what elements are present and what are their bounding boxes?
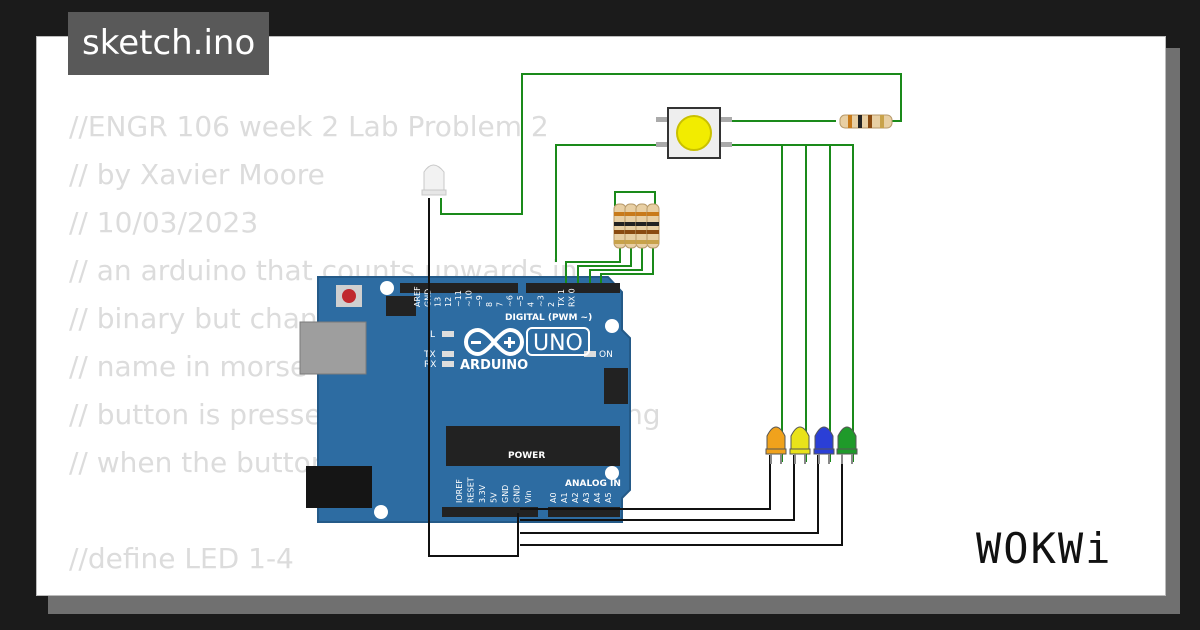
pin-label: 2 <box>547 302 556 307</box>
pin-label: ~5 <box>516 295 525 307</box>
wire-white-led-to-resistor[interactable] <box>440 73 902 215</box>
power-jack <box>306 466 372 508</box>
wires <box>428 73 902 557</box>
pin-label: IOREF <box>455 479 464 503</box>
wire-white-led-gnd[interactable] <box>428 198 519 557</box>
atmega-chip <box>446 426 620 466</box>
wire-led3-gnd[interactable] <box>520 455 819 534</box>
digital-label: DIGITAL (PWM ~) <box>505 313 592 323</box>
wire-r4-to-pin[interactable] <box>600 244 654 283</box>
rx-label: RX <box>424 360 436 370</box>
sketch-filename-tab[interactable]: sketch.ino <box>68 12 270 75</box>
arduino-logo-icon <box>464 327 524 357</box>
led-orange[interactable] <box>765 426 787 464</box>
wire-button-to-led1[interactable] <box>720 144 783 462</box>
analog-label: ANALOG IN <box>565 479 621 489</box>
code-line: //define LED 1-4 <box>69 542 294 575</box>
resistor-pullup[interactable] <box>839 114 893 129</box>
pin-label: A1 <box>560 492 569 503</box>
wire-r1-to-pin[interactable] <box>565 244 621 283</box>
mount-hole <box>374 505 388 519</box>
pin-label: ~6 <box>506 295 515 307</box>
wire-led2-gnd[interactable] <box>520 455 795 521</box>
digital-header-left <box>400 283 518 293</box>
led-resistor-1[interactable] <box>613 203 627 249</box>
code-line: // by Xavier Moore <box>69 158 325 191</box>
on-label: ON <box>599 350 613 360</box>
pin-label: ~3 <box>537 295 546 307</box>
led-blue[interactable] <box>813 426 835 464</box>
pin-label: ~11 <box>454 290 463 307</box>
pin-label: TX 1 <box>557 289 566 308</box>
pin-label: 3.3V <box>478 484 487 503</box>
wire-button-to-led2[interactable] <box>720 144 807 462</box>
led-yellow[interactable] <box>789 426 811 464</box>
pin-label: ~10 <box>465 290 474 307</box>
wire-led4-gnd[interactable] <box>520 455 843 546</box>
pin-label: ~9 <box>475 295 484 307</box>
button-cap[interactable] <box>676 115 712 151</box>
led-resistor-3[interactable] <box>635 203 649 249</box>
pin-label: 5V <box>490 492 499 503</box>
pin-label: RESET <box>467 477 476 503</box>
onboard-leds <box>442 331 596 367</box>
pin-label: 8 <box>485 302 494 307</box>
board-model: UNO <box>533 331 583 356</box>
led-resistor-2[interactable] <box>624 203 638 249</box>
pin-label: AREF <box>413 286 422 307</box>
pin-label: 4 <box>526 302 535 307</box>
digital-header-right <box>526 283 620 293</box>
pin-label: A2 <box>571 492 580 503</box>
power-header <box>442 507 538 517</box>
icsp-header <box>386 296 628 404</box>
usb-port <box>299 321 367 375</box>
output-leds[interactable] <box>765 426 858 464</box>
pin-label: GND <box>423 289 432 307</box>
l-label: L <box>430 330 435 340</box>
wire-button-to-led4[interactable] <box>720 144 854 462</box>
board-brand: ARDUINO <box>460 358 528 373</box>
wire-resistor-bus[interactable] <box>614 191 656 206</box>
led-resistors[interactable] <box>613 203 660 249</box>
pin-label: A0 <box>549 492 558 503</box>
wokwi-logo: WOKWi <box>976 524 1113 573</box>
pin-label: GND <box>501 485 510 503</box>
wire-r2-to-pin[interactable] <box>577 244 632 283</box>
code-line: //ENGR 106 week 2 Lab Problem 2 <box>69 110 549 143</box>
pin-label: A4 <box>593 492 602 503</box>
led-resistor-4[interactable] <box>646 203 660 249</box>
wire-button-to-d2[interactable] <box>555 144 668 262</box>
pin-label: 13 <box>434 297 443 307</box>
mount-hole <box>380 281 394 295</box>
mount-hole <box>605 466 619 480</box>
pin-label: RX 0 <box>568 288 577 307</box>
wire-button-to-led3[interactable] <box>720 144 831 462</box>
pin-label: 7 <box>495 302 504 307</box>
power-label: POWER <box>508 451 545 461</box>
white-led[interactable] <box>421 164 447 196</box>
led-green[interactable] <box>836 426 858 464</box>
analog-header <box>548 507 620 517</box>
pin-label: GND <box>513 485 522 503</box>
pin-label: A5 <box>604 492 613 503</box>
wire-led1-gnd[interactable] <box>520 455 771 510</box>
pin-label: 12 <box>444 297 453 307</box>
wire-r3-to-pin[interactable] <box>589 244 643 283</box>
reset-button[interactable] <box>342 289 356 303</box>
yellow-pushbutton[interactable] <box>656 107 732 159</box>
arduino-uno-board[interactable]: UNO ARDUINO DIGITAL (PWM ~) POWER ANALOG… <box>299 276 631 523</box>
pin-label: Vin <box>524 490 533 503</box>
code-line: // 10/03/2023 <box>69 206 259 239</box>
mount-hole <box>605 319 619 333</box>
pin-label: A3 <box>582 492 591 503</box>
